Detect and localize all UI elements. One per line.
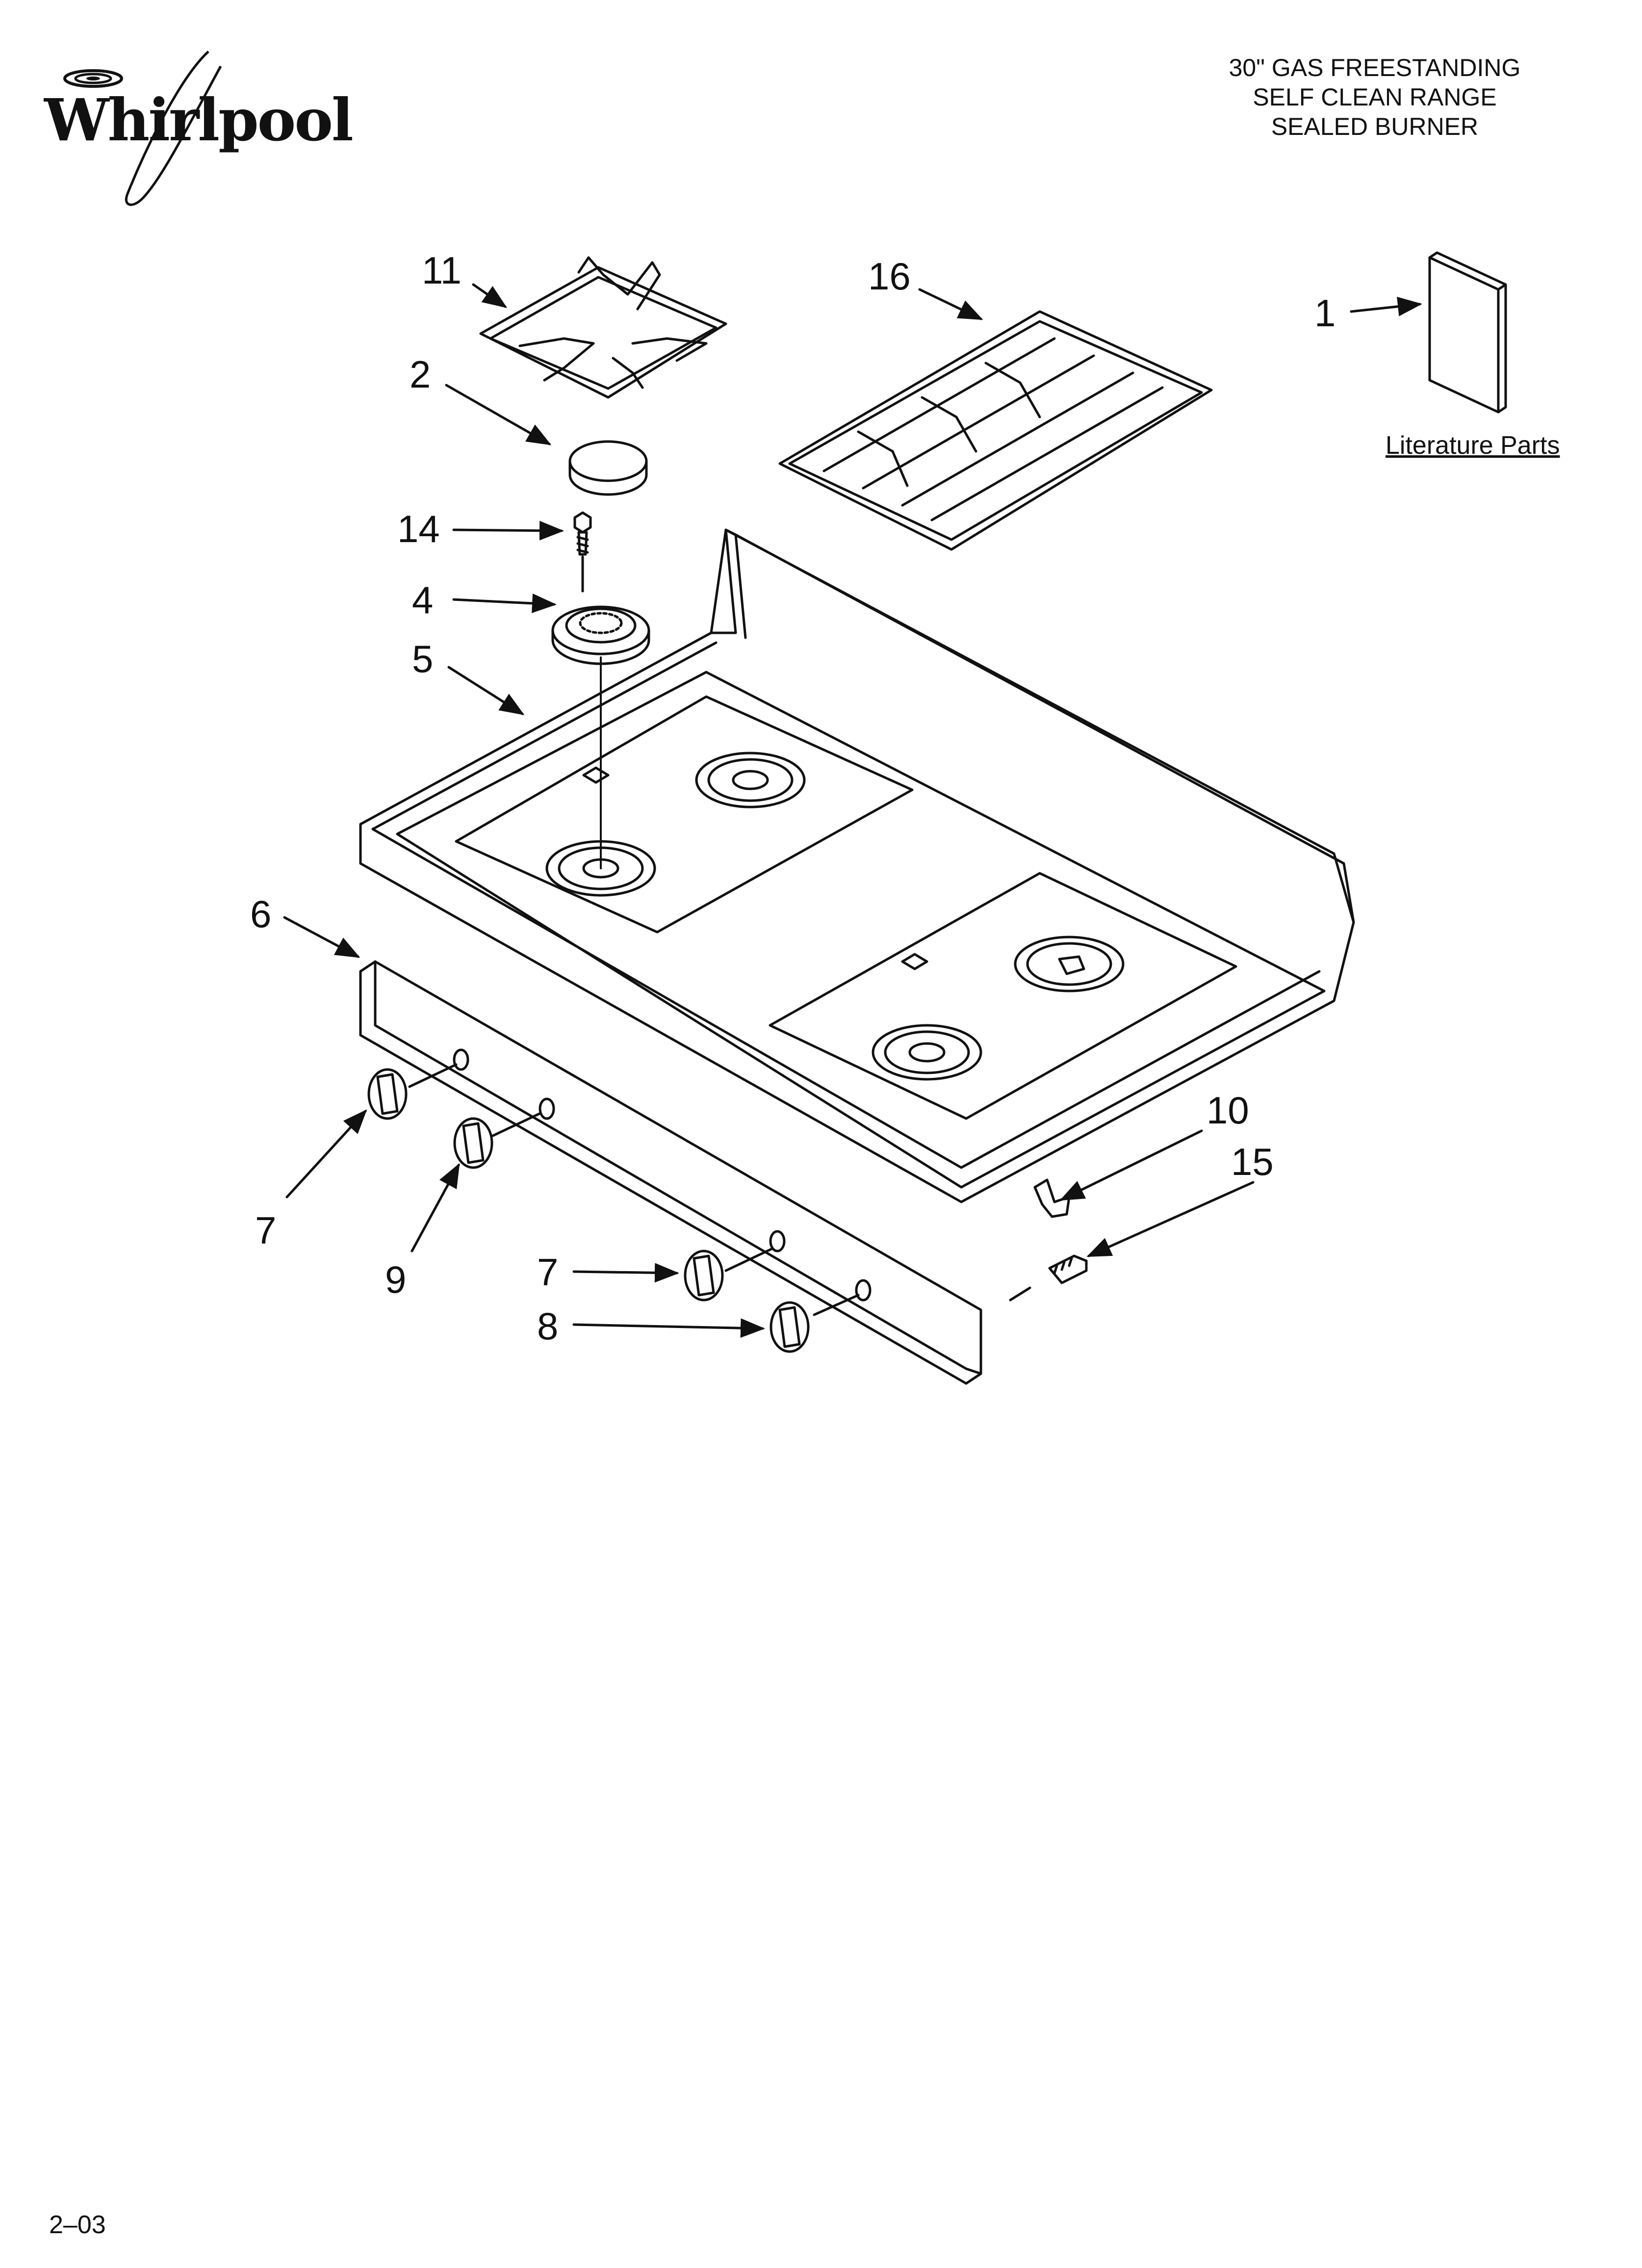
callout-grate-left: 11	[422, 249, 462, 292]
callout-cooktop: 5	[412, 637, 433, 680]
title-line-3: SEALED BURNER	[1271, 113, 1479, 140]
left-grate	[479, 256, 727, 399]
callout-literature: 1	[1314, 291, 1335, 335]
control-panel	[359, 960, 1031, 1385]
callout-knob-a: 7	[255, 1209, 276, 1252]
title-line-1: 30" GAS FREESTANDING	[1229, 54, 1521, 81]
callout-knob-d: 8	[537, 1304, 558, 1348]
knob-4	[770, 1301, 810, 1353]
brand-name: Whirlpool	[44, 86, 354, 154]
burner-cap	[568, 440, 648, 496]
page-title: 30" GAS FREESTANDING SELF CLEAN RANGE SE…	[1154, 53, 1595, 141]
knob-1	[367, 1068, 408, 1120]
clip	[1033, 1178, 1071, 1218]
callout-clip: 10	[1206, 1089, 1249, 1132]
callout-knob-b: 9	[385, 1258, 406, 1301]
knob-2	[453, 1117, 493, 1169]
swirl-logo-icon	[63, 51, 222, 206]
whirlpool-logo	[34, 47, 329, 209]
title-line-2: SELF CLEAN RANGE	[1253, 83, 1497, 111]
callout-control-panel: 6	[250, 892, 271, 936]
callout-grate-right: 16	[868, 255, 911, 298]
right-grate	[778, 310, 1213, 551]
cooktop	[359, 528, 1355, 1203]
callout-knob-c: 7	[537, 1251, 558, 1294]
callout-screw-top: 14	[397, 507, 440, 550]
literature-parts-label: Literature Parts	[1385, 431, 1560, 460]
literature-booklet	[1428, 251, 1507, 414]
burner-base	[551, 605, 650, 665]
knob-3	[684, 1250, 724, 1302]
page-code: 2–03	[49, 2211, 106, 2239]
screw-top	[573, 511, 592, 593]
callout-burner-cap: 2	[410, 353, 431, 396]
screw-bottom	[1048, 1254, 1088, 1284]
callout-burner-base: 4	[412, 578, 433, 622]
callout-screw-bottom: 15	[1231, 1140, 1274, 1183]
